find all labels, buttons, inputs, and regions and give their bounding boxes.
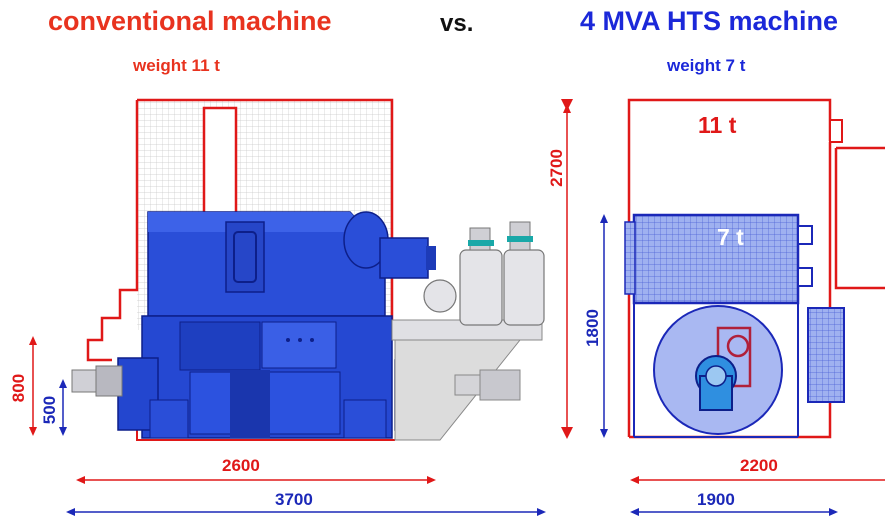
conventional-weight-label: weight 11 t <box>133 56 220 75</box>
dimension-height-800 <box>29 336 37 436</box>
auxiliary-equipment <box>391 221 545 441</box>
label-height-1800: 1800 <box>582 309 602 347</box>
dimension-length-2200 <box>630 476 885 484</box>
label-length-1900: 1900 <box>697 490 735 509</box>
label-core-7t: 7 t <box>717 224 744 250</box>
dimension-height-2700 <box>561 99 573 439</box>
conventional-machine-title: conventional machine <box>48 6 332 36</box>
label-outline-11t: 11 t <box>698 112 737 138</box>
label-length-3700: 3700 <box>275 490 313 509</box>
vs-label: vs. <box>440 10 474 37</box>
hts-machine-title: 4 MVA HTS machine <box>580 6 839 36</box>
hts-stator-circle <box>653 305 783 435</box>
dimension-height-1800 <box>600 214 608 438</box>
hts-outline-11t <box>627 98 885 439</box>
hts-weight-label: weight 7 t <box>667 56 746 75</box>
label-length-2200: 2200 <box>740 456 778 475</box>
label-height-800: 800 <box>9 373 29 403</box>
dimension-length-1900 <box>630 508 838 516</box>
conventional-machine-body <box>71 211 436 439</box>
label-height-500: 500 <box>40 395 60 425</box>
label-length-2600: 2600 <box>222 456 260 475</box>
dimension-length-3700 <box>66 508 546 516</box>
dimension-height-500 <box>59 379 67 436</box>
label-height-2700: 2700 <box>546 149 566 187</box>
hts-core-7t <box>624 213 813 438</box>
hts-side-box <box>807 307 845 403</box>
dimension-length-2600 <box>76 476 436 484</box>
